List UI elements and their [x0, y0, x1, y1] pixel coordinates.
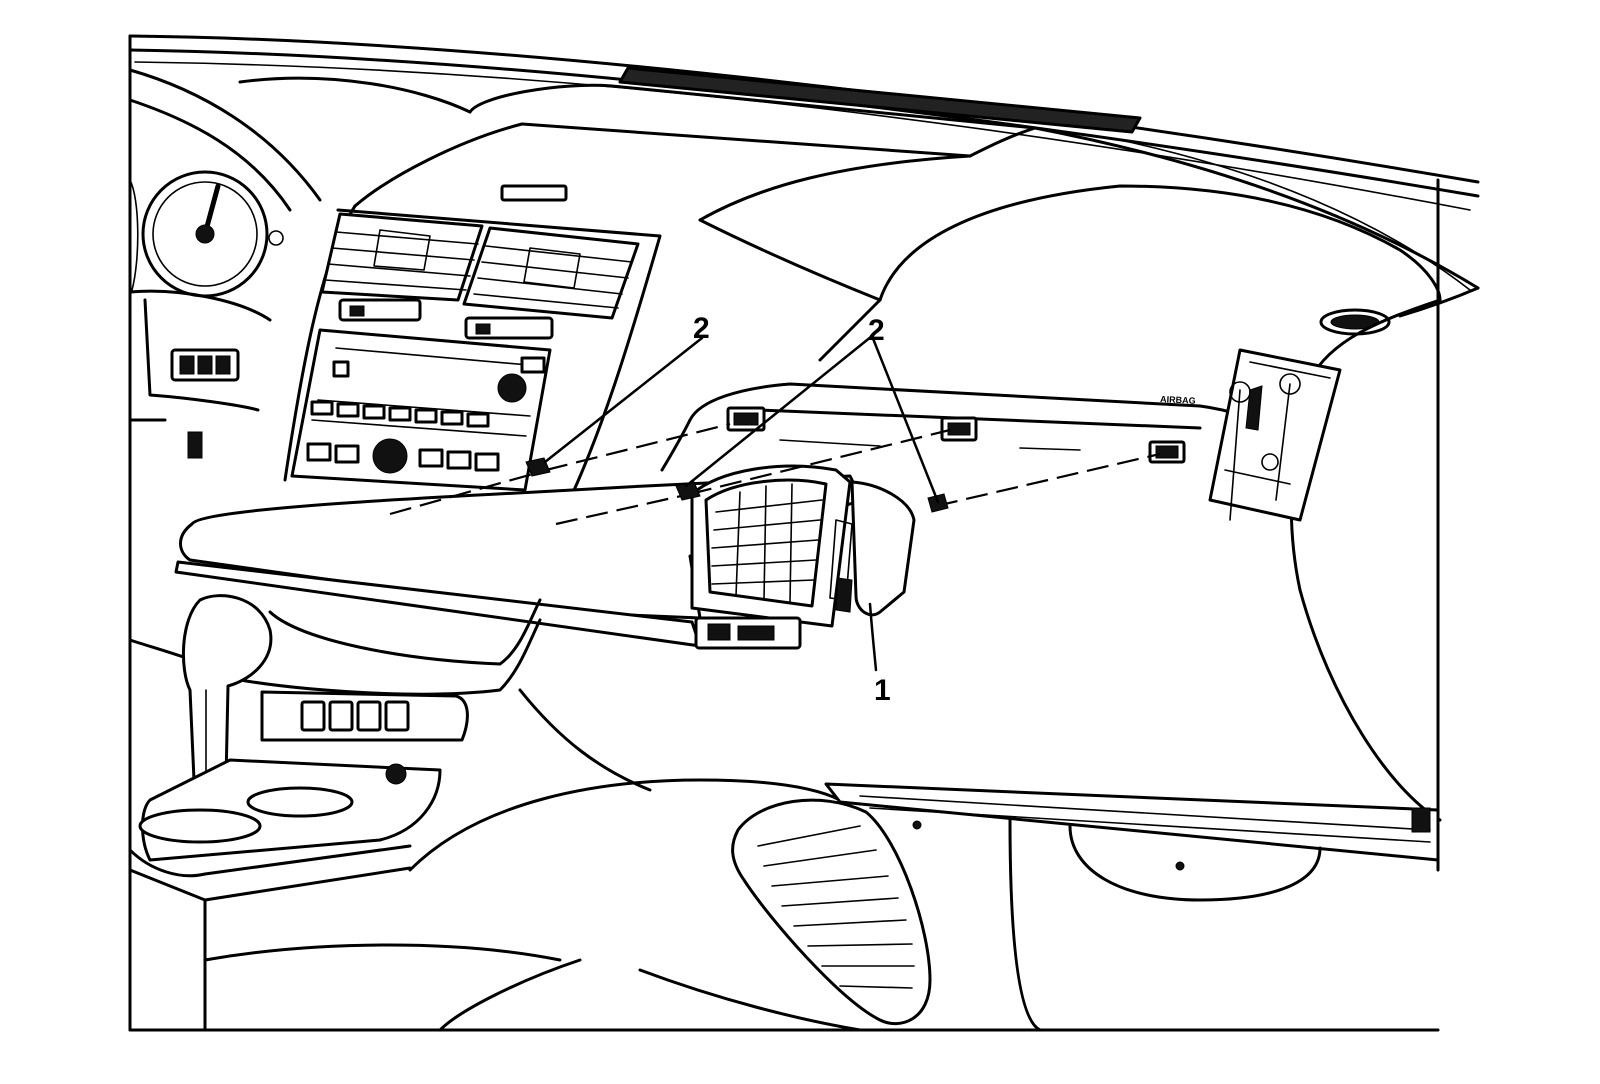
- instrument-cluster: [128, 68, 322, 322]
- radio-preset-buttons: [306, 356, 546, 472]
- callout-leaders: [543, 334, 940, 672]
- callout-2-left: 2: [693, 312, 710, 345]
- callout-2-right: 2: [868, 314, 885, 347]
- removal-lines: [389, 422, 1161, 526]
- center-stack-bezel: [283, 184, 662, 522]
- center-air-vents: [320, 212, 640, 340]
- passenger-dash-panel: AIRBAG: [660, 184, 1442, 822]
- dash-top-surface: [238, 76, 1480, 318]
- left-switch-panel: [128, 298, 260, 459]
- lower-dash-and-vent: [203, 778, 932, 1032]
- lower-center-console: [128, 594, 652, 1032]
- instrument-panel-trim-panel: [174, 464, 916, 650]
- callout-1: 1: [874, 674, 891, 707]
- radio-head-unit: [290, 328, 552, 492]
- windshield-top-edge: [128, 34, 1480, 211]
- airbag-marking: AIRBAG: [1160, 394, 1196, 406]
- frame-edges: [128, 34, 1440, 1032]
